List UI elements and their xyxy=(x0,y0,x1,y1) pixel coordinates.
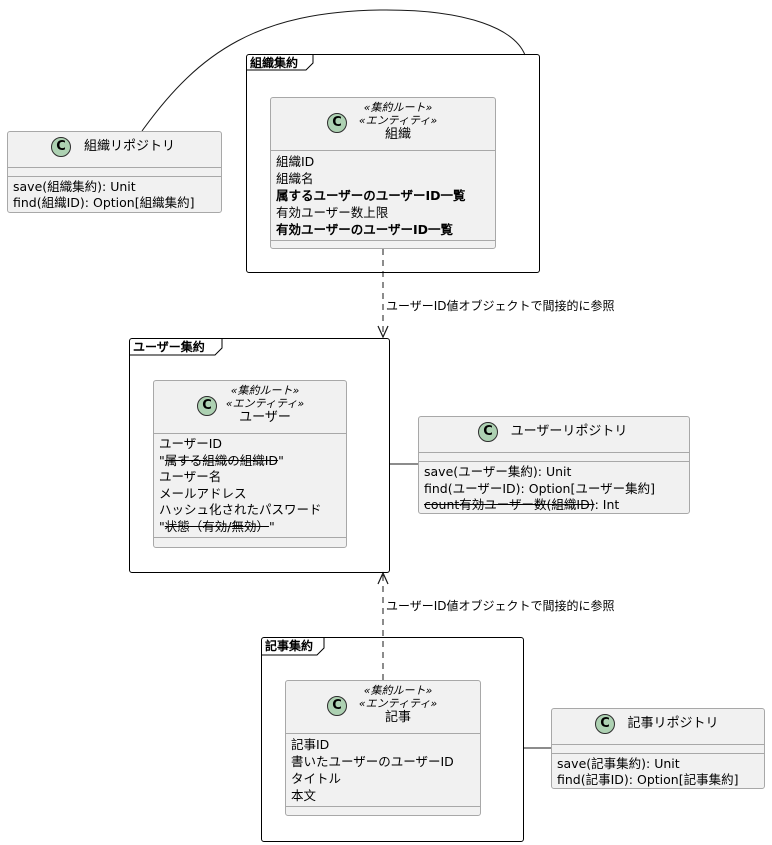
org-package-title: 組織集約 xyxy=(250,56,299,70)
article-package-tab-edge xyxy=(262,638,325,656)
user-package-tab-edge xyxy=(130,339,223,356)
method: save(ユーザー集約): Unit xyxy=(424,464,572,479)
user-package-title: ユーザー集約 xyxy=(133,340,205,354)
stereotype-aggregate-root: «集約ルート» xyxy=(363,684,433,697)
article-package-title: 記事集約 xyxy=(265,639,314,653)
class-name: 記事 xyxy=(384,710,411,725)
return-type: : Int xyxy=(594,497,620,512)
attribute-deprecated: "属する組織の組織ID" xyxy=(159,453,341,470)
org-package-tab-edge xyxy=(247,55,314,71)
struck-text: 状態（有効/無効） xyxy=(164,518,269,534)
article-repository-class[interactable]: C 記事リポジトリ save(記事集約): Unit find(記事ID): O… xyxy=(551,708,765,789)
article-to-user-relation-label: ユーザーID値オブジェクトで間接的に参照 xyxy=(386,599,615,613)
org-repo-association-line xyxy=(141,9,526,132)
attribute: 属するユーザーのユーザーID一覧 xyxy=(276,188,466,203)
method: find(記事ID): Option[記事集約] xyxy=(557,772,739,787)
class-icon: C xyxy=(197,396,217,416)
attribute-list: 組織ID 組織名 属するユーザーのユーザーID一覧 有効ユーザー数上限 有効ユー… xyxy=(271,151,495,240)
method: find(組織ID): Option[組織集約] xyxy=(13,195,195,210)
attribute: メールアドレス xyxy=(159,485,247,501)
quote: " xyxy=(278,452,284,468)
attribute: 組織ID xyxy=(276,154,315,169)
quote: " xyxy=(159,452,165,468)
method-list: save(組織集約): Unit find(組織ID): Option[組織集約… xyxy=(8,177,221,213)
attribute-deprecated: "状態（有効/無効）" xyxy=(159,519,341,536)
attribute: 記事ID xyxy=(291,737,330,752)
quote: " xyxy=(159,518,165,534)
method-list: save(ユーザー集約): Unit find(ユーザーID): Option[… xyxy=(419,462,689,516)
stereotype-entity: «エンティティ» xyxy=(225,397,305,410)
attribute-list: ユーザーID "属する組織の組織ID" ユーザー名 メールアドレス ハッシュ化さ… xyxy=(154,434,346,537)
class-name: 組織リポジトリ xyxy=(83,139,175,154)
attribute: 有効ユーザーのユーザーID一覧 xyxy=(276,222,454,237)
stereotype-entity: «エンティティ» xyxy=(358,697,438,710)
org-to-user-relation-label: ユーザーID値オブジェクトで間接的に参照 xyxy=(386,299,615,313)
article-to-user-arrowhead xyxy=(377,571,389,585)
attribute: ハッシュ化されたパスワード xyxy=(159,502,322,517)
org-repository-class[interactable]: C 組織リポジトリ save(組織集約): Unit find(組織ID): O… xyxy=(7,131,222,213)
class-icon: C xyxy=(327,696,347,716)
stereotype-entity: «エンティティ» xyxy=(358,114,438,127)
attribute: 書いたユーザーのユーザーID xyxy=(291,754,454,769)
struck-text: 属する組織の組織ID xyxy=(164,452,279,468)
attribute: 組織名 xyxy=(276,171,314,186)
method: save(組織集約): Unit xyxy=(13,179,136,194)
method-deprecated: count有効ユーザー数(組織ID): Int xyxy=(424,497,684,514)
class-icon: C xyxy=(327,113,347,133)
attribute: 本文 xyxy=(291,788,317,803)
quote: " xyxy=(268,518,275,534)
org-to-user-arrowhead xyxy=(377,325,389,339)
stereotype-aggregate-root: «集約ルート» xyxy=(230,384,300,397)
stereotype-aggregate-root: «集約ルート» xyxy=(363,101,433,114)
class-name: 組織 xyxy=(384,127,411,142)
article-entity-class[interactable]: C «集約ルート» «エンティティ» 記事 記事ID 書いたユーザーのユーザーI… xyxy=(285,680,481,816)
article-aggregate-package: 記事集約 xyxy=(261,637,524,842)
user-aggregate-package: ユーザー集約 xyxy=(129,338,390,573)
attribute: 有効ユーザー数上限 xyxy=(276,205,389,220)
class-name: ユーザーリポジトリ xyxy=(510,424,628,439)
struck-text: count有効ユーザー数(組織ID) xyxy=(424,497,595,512)
method: find(ユーザーID): Option[ユーザー集約] xyxy=(424,480,655,496)
class-name: ユーザー xyxy=(239,410,291,425)
class-icon: C xyxy=(478,422,498,442)
user-entity-class[interactable]: C «集約ルート» «エンティティ» ユーザー ユーザーID "属する組織の組織… xyxy=(153,380,347,548)
attribute: ユーザー名 xyxy=(159,469,222,484)
attribute: タイトル xyxy=(291,771,342,786)
org-aggregate-package: 組織集約 xyxy=(246,54,540,273)
user-repository-class[interactable]: C ユーザーリポジトリ save(ユーザー集約): Unit find(ユーザー… xyxy=(418,416,690,514)
class-name: 記事リポジトリ xyxy=(627,716,719,731)
org-entity-class[interactable]: C «集約ルート» «エンティティ» 組織 組織ID 組織名 属するユーザーのユ… xyxy=(270,97,496,249)
attribute: ユーザーID xyxy=(159,436,223,451)
method-list: save(記事集約): Unit find(記事ID): Option[記事集約… xyxy=(552,754,764,790)
method: save(記事集約): Unit xyxy=(557,756,680,771)
class-icon: C xyxy=(595,714,615,734)
class-icon: C xyxy=(51,137,71,157)
attribute-list: 記事ID 書いたユーザーのユーザーID タイトル 本文 xyxy=(286,734,480,806)
